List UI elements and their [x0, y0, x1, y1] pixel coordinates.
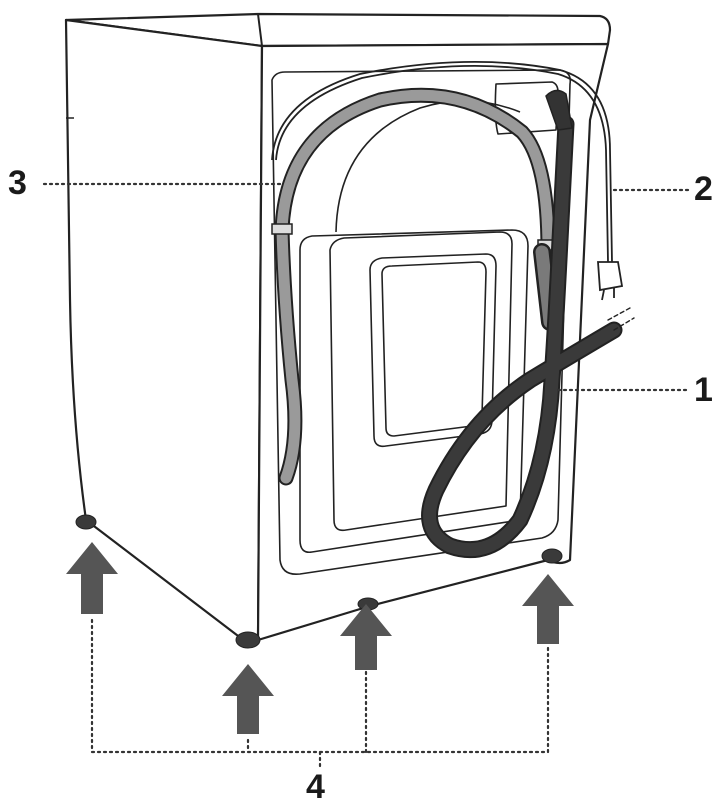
callout-3: 3 — [8, 164, 27, 202]
arrow-3 — [340, 604, 392, 670]
foot-rear-right — [541, 548, 563, 564]
foot-front-right — [235, 631, 261, 649]
callout-1: 1 — [694, 371, 713, 409]
callout-4: 4 — [306, 768, 325, 806]
lift-arrows — [66, 542, 574, 734]
foot-front-left — [75, 514, 97, 530]
arrow-1 — [66, 542, 118, 614]
power-cable — [271, 61, 624, 301]
callout-2: 2 — [694, 170, 713, 208]
leader-lines — [42, 182, 690, 768]
power-plug — [597, 261, 624, 292]
arrow-2 — [222, 664, 274, 734]
arrow-4 — [522, 574, 574, 644]
drain-hose — [421, 89, 635, 559]
leader-4 — [90, 618, 550, 768]
feet — [75, 514, 563, 649]
side-panel — [64, 18, 264, 644]
